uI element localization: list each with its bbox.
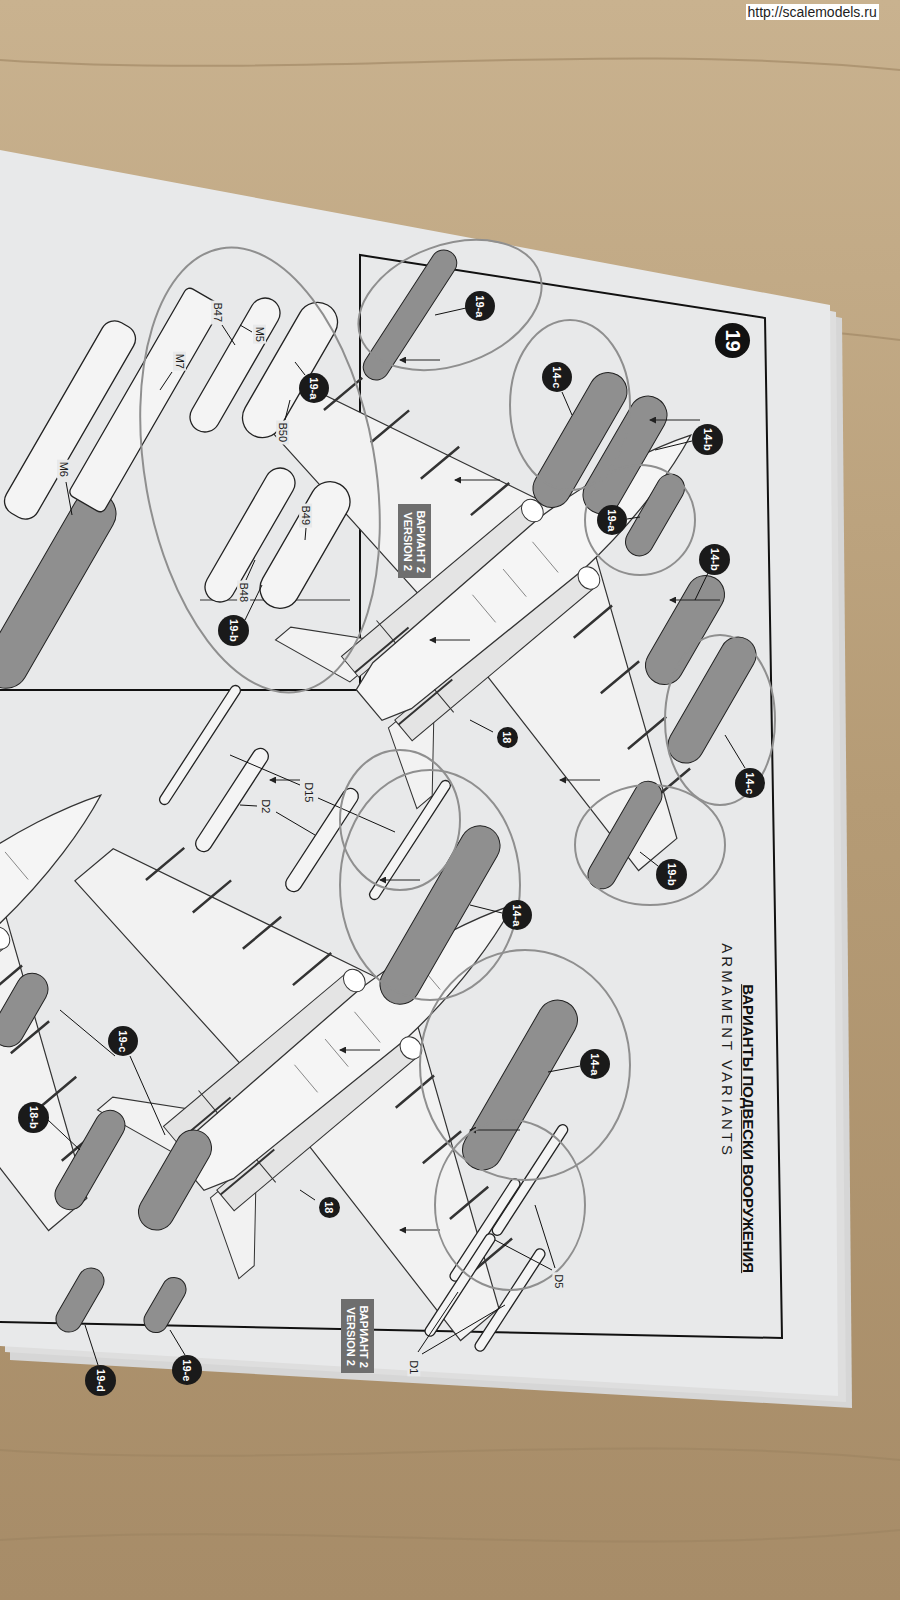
callout-text-group: 19-a — [474, 295, 487, 317]
callout-number: 18 — [319, 1197, 340, 1218]
callout-text-group: 14-b — [700, 428, 713, 451]
callout-text: 19-b — [226, 619, 239, 642]
callout-text-group: 19-a — [308, 377, 321, 399]
callout-text: 19 — [721, 329, 744, 351]
callout-text: ВАРИАНТ 2 — [357, 1305, 370, 1367]
callout-number: 14-b — [699, 544, 730, 575]
callout-number: 19-d — [85, 1365, 116, 1396]
callout-number: 19-a — [299, 373, 329, 403]
callout-text-group: ВАРИАНТ 2VERSION 2 — [345, 1305, 370, 1367]
version-box: ВАРИАНТ 2VERSION 2 — [341, 1299, 374, 1373]
watermark: http://scalemodels.ru — [746, 4, 879, 20]
callout-text-group: 14-a — [511, 904, 524, 926]
part-number: D2 — [260, 797, 273, 815]
callout-number: 19-c — [108, 1026, 138, 1056]
callout-text: 14-c — [551, 366, 564, 388]
part-number: M6 — [57, 459, 70, 478]
part-number: D1 — [408, 1358, 421, 1376]
callout-text-group: 19-e — [181, 1359, 194, 1381]
callout-text-group: 19-b — [664, 863, 677, 886]
callout-text-group: 19-d — [93, 1369, 106, 1392]
callout-text: 14-a — [589, 1053, 602, 1075]
callout-number: 14-c — [542, 362, 572, 392]
callout-text: 14-b — [700, 428, 713, 451]
callout-number: 18 — [497, 727, 518, 748]
callout-number: 14-a — [502, 900, 532, 930]
callout-text: 19-e — [181, 1359, 194, 1381]
callout-text: 19-a — [308, 377, 321, 399]
callout-text: 18-b — [26, 1106, 39, 1129]
callout-number: 19-a — [465, 291, 495, 321]
part-number: M7 — [173, 351, 186, 370]
part-number: B49 — [299, 503, 312, 527]
callout-text-group: ВАРИАНТ 2VERSION 2 — [402, 510, 427, 572]
step-number: 19 — [715, 323, 750, 358]
callout-text: 18 — [323, 1201, 336, 1213]
callout-text: 14-c — [744, 772, 757, 794]
callout-text-group: 18 — [501, 731, 514, 743]
callout-text-group: 14-b — [707, 548, 720, 571]
callout-number: 19-b — [656, 859, 687, 890]
callout-text: 19-d — [93, 1369, 106, 1392]
callout-number: 14-c — [735, 768, 765, 798]
callout-number: 19-b — [218, 615, 249, 646]
callout-number: 14-a — [580, 1049, 610, 1079]
callout-text: 19-a — [474, 295, 487, 317]
part-number: B48 — [237, 580, 250, 604]
callout-text: 14-b — [707, 548, 720, 571]
callout-text: VERSION 2 — [402, 510, 415, 572]
callout-number: 19-a — [597, 505, 627, 535]
callout-text: 19-c — [117, 1030, 130, 1052]
callout-number: 14-b — [692, 424, 723, 455]
callout-text: 18 — [501, 731, 514, 743]
callout-text: 19-a — [606, 509, 619, 531]
part-number: B47 — [211, 300, 224, 324]
callout-text: ВАРИАНТ 2 — [414, 510, 427, 572]
callout-text-group: 19-b — [226, 619, 239, 642]
part-number: M5 — [253, 324, 266, 343]
part-number: B50 — [276, 420, 289, 444]
title: ВАРИАНТЫ ПОДВЕСКИ ВООРУЖЕНИЯ — [739, 982, 756, 1275]
callout-text-group: 18 — [323, 1201, 336, 1213]
callout-text: 19-b — [664, 863, 677, 886]
subtitle: ARMAMENT VARIANTS — [718, 941, 735, 1160]
callout-text-group: 14-c — [744, 772, 757, 794]
callout-text: VERSION 2 — [345, 1305, 358, 1367]
callout-number: 19-e — [172, 1355, 202, 1385]
part-number: D5 — [553, 1272, 566, 1290]
callout-number: 18-b — [18, 1102, 49, 1133]
callout-text-group: 19-c — [117, 1030, 130, 1052]
callout-text: 14-a — [511, 904, 524, 926]
callout-text-group: 19 — [721, 329, 744, 351]
callout-text-group: 18-b — [26, 1106, 39, 1129]
callout-text-group: 19-a — [606, 509, 619, 531]
part-number: D15 — [303, 780, 316, 804]
version-box: ВАРИАНТ 2VERSION 2 — [398, 504, 431, 578]
callout-text-group: 14-c — [551, 366, 564, 388]
callout-text-group: 14-a — [589, 1053, 602, 1075]
